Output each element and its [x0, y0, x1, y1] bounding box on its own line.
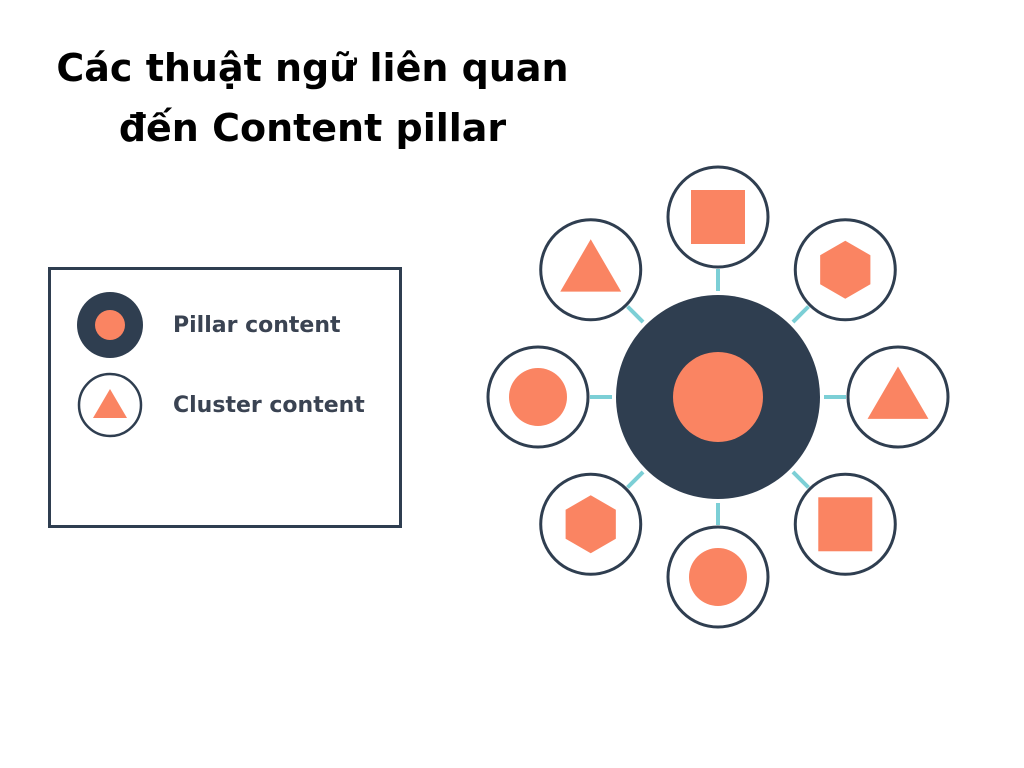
cluster-node [539, 218, 643, 322]
legend-item-pillar: Pillar content [77, 292, 341, 358]
legend-label-pillar: Pillar content [173, 312, 341, 338]
page-title: Các thuật ngữ liên quan đến Content pill… [0, 38, 625, 158]
cluster-node [793, 472, 897, 576]
pillar-content-icon [77, 292, 143, 358]
connector-line [791, 470, 810, 489]
cluster-node [846, 345, 950, 449]
legend-label-cluster: Cluster content [173, 392, 365, 418]
legend-item-cluster: Cluster content [77, 372, 365, 438]
cluster-node [666, 165, 770, 269]
hexagon-icon [820, 240, 871, 299]
legend-box: Pillar content Cluster content [48, 267, 402, 528]
cluster-node [793, 218, 897, 322]
circle-icon [509, 368, 567, 426]
square-icon [691, 190, 745, 244]
triangle-icon [867, 366, 929, 419]
hexagon-icon [565, 495, 616, 554]
triangle-icon [560, 239, 622, 292]
title-line-1: Các thuật ngữ liên quan [56, 46, 569, 90]
square-icon [818, 497, 873, 552]
cluster-node [539, 472, 643, 576]
pillar-hub-core [673, 352, 763, 442]
connector-line [626, 470, 645, 489]
connector-line [791, 305, 810, 324]
connector-line [626, 305, 645, 324]
circle-icon [689, 548, 747, 606]
title-line-2: đến Content pillar [118, 106, 507, 150]
cluster-node [486, 345, 590, 449]
pillar-cluster-diagram [486, 165, 950, 629]
cluster-content-icon [77, 372, 143, 438]
cluster-node [666, 525, 770, 629]
